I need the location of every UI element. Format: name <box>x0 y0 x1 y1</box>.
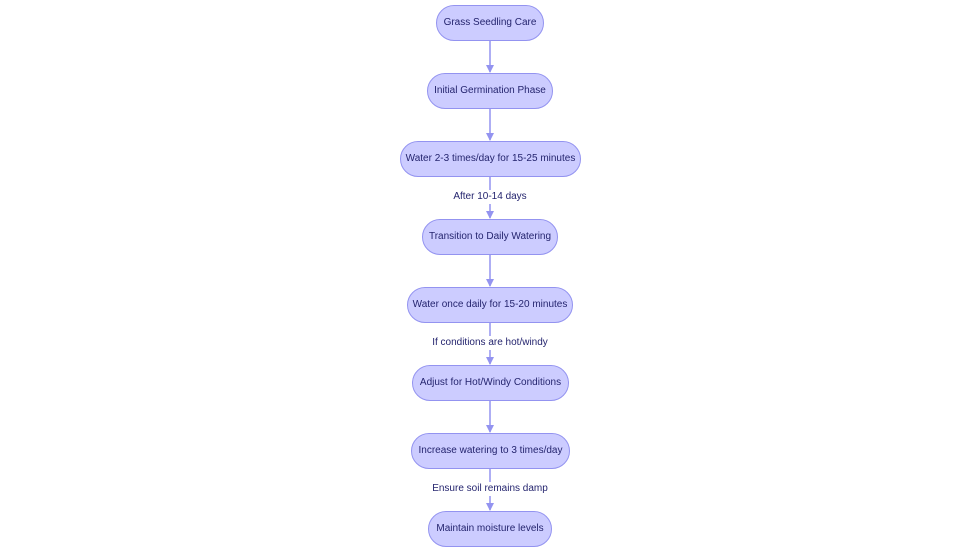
node-maintain-moisture-levels: Maintain moisture levels <box>428 511 552 547</box>
node-grass-seedling-care: Grass Seedling Care <box>436 5 544 41</box>
node-water-2-3-times-day: Water 2-3 times/day for 15-25 minutes <box>400 141 581 177</box>
node-transition-to-daily-watering: Transition to Daily Watering <box>422 219 558 255</box>
node-water-once-daily: Water once daily for 15-20 minutes <box>407 287 573 323</box>
node-adjust-for-hot-windy: Adjust for Hot/Windy Conditions <box>412 365 569 401</box>
edge-label-if-hot-windy: If conditions are hot/windy <box>431 336 549 350</box>
node-initial-germination-phase: Initial Germination Phase <box>427 73 553 109</box>
edge-label-after-10-14-days: After 10-14 days <box>452 190 528 204</box>
node-increase-watering: Increase watering to 3 times/day <box>411 433 570 469</box>
edge-label-ensure-soil-damp: Ensure soil remains damp <box>431 482 549 496</box>
